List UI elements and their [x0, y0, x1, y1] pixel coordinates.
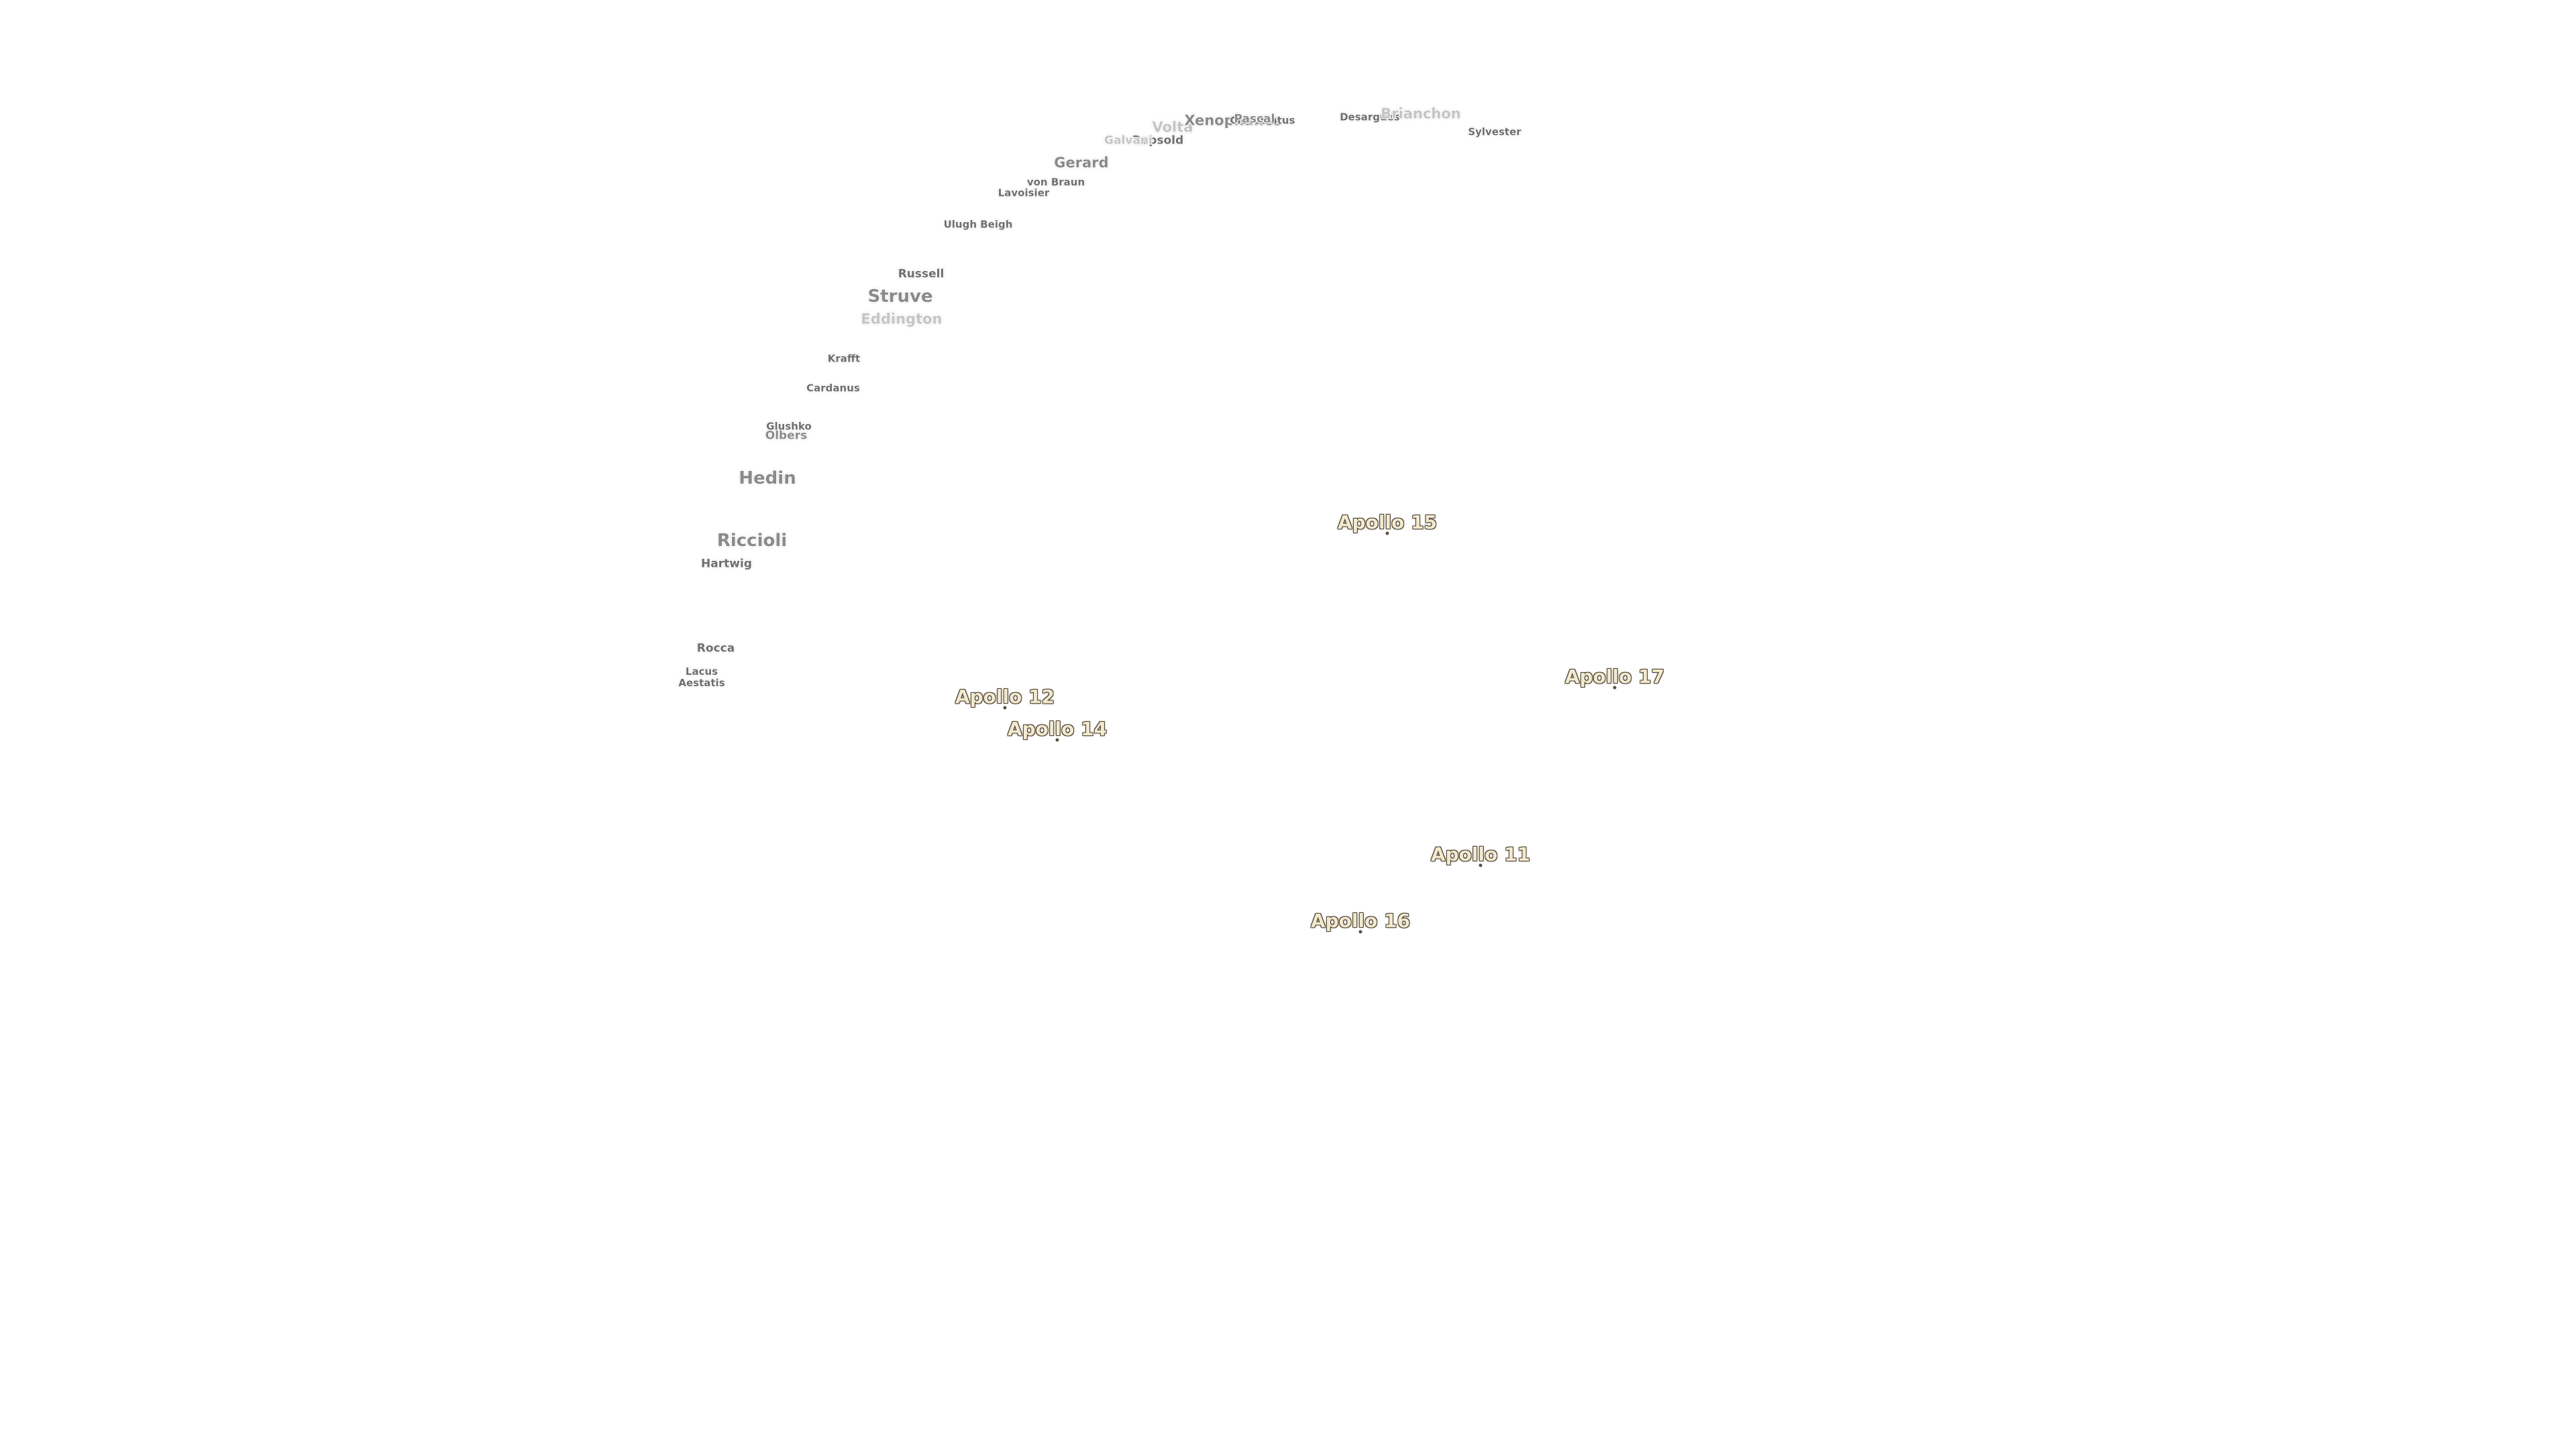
landing-site-marker-apollo-12[interactable]: [1003, 706, 1007, 710]
crater-label-pascal: Pascal: [1234, 112, 1275, 126]
crater-label-lacus-aestatis: Lacus Aestatis: [678, 667, 724, 688]
crater-label-glushko: Glushko: [766, 420, 812, 433]
crater-label-cardanus: Cardanus: [806, 382, 860, 394]
landing-site-apollo-11[interactable]: Apollo 11: [1430, 843, 1531, 865]
landing-site-apollo-17[interactable]: Apollo 17: [1564, 665, 1665, 688]
crater-label-rocca: Rocca: [696, 641, 735, 655]
landing-site-apollo-12[interactable]: Apollo 12: [955, 686, 1055, 708]
crater-label-eddington: Eddington: [861, 311, 943, 327]
landing-site-marker-apollo-15[interactable]: [1385, 531, 1389, 535]
crater-label-hedin: Hedin: [739, 468, 796, 488]
crater-label-struve: Struve: [867, 286, 933, 307]
crater-label-volta: Volta: [1152, 119, 1193, 136]
landing-site-apollo-14[interactable]: Apollo 14: [1007, 718, 1108, 740]
crater-label-lacus-aestatis-line1: Lacus: [685, 665, 718, 678]
crater-label-galvani: Galvani: [1104, 133, 1152, 148]
landing-site-marker-apollo-17[interactable]: [1613, 686, 1617, 690]
landing-site-marker-apollo-11[interactable]: [1479, 863, 1483, 867]
crater-label-riccioli: Riccioli: [716, 531, 788, 551]
crater-label-lavoisier: Lavoisier: [998, 186, 1050, 199]
landing-site-apollo-15[interactable]: Apollo 15: [1337, 511, 1438, 533]
crater-label-olbers: Olbers: [765, 429, 808, 443]
crater-label-hartwig: Hartwig: [701, 557, 752, 571]
crater-label-krafft: Krafft: [827, 352, 861, 365]
crater-label-cleostratus: Cleostratus: [1230, 114, 1295, 127]
crater-label-von-braun: von Braun: [1026, 176, 1085, 189]
landing-site-marker-apollo-16[interactable]: [1358, 930, 1362, 934]
crater-label-lacus-aestatis-line2: Aestatis: [678, 677, 725, 689]
crater-label-repsold: Repsold: [1132, 133, 1184, 148]
crater-label-russell: Russell: [898, 267, 945, 281]
landing-site-marker-apollo-14[interactable]: [1055, 738, 1059, 742]
crater-label-brianchon: Brianchon: [1381, 105, 1461, 122]
crater-label-gerard: Gerard: [1054, 154, 1109, 171]
crater-label-ulugh-beigh: Ulugh Beigh: [943, 218, 1013, 231]
landing-site-apollo-16[interactable]: Apollo 16: [1310, 910, 1411, 932]
crater-label-sylvester: Sylvester: [1468, 125, 1521, 138]
crater-label-desargues: Desargues: [1340, 111, 1400, 123]
crater-label-xenophanes: Xenophanes: [1184, 112, 1282, 129]
